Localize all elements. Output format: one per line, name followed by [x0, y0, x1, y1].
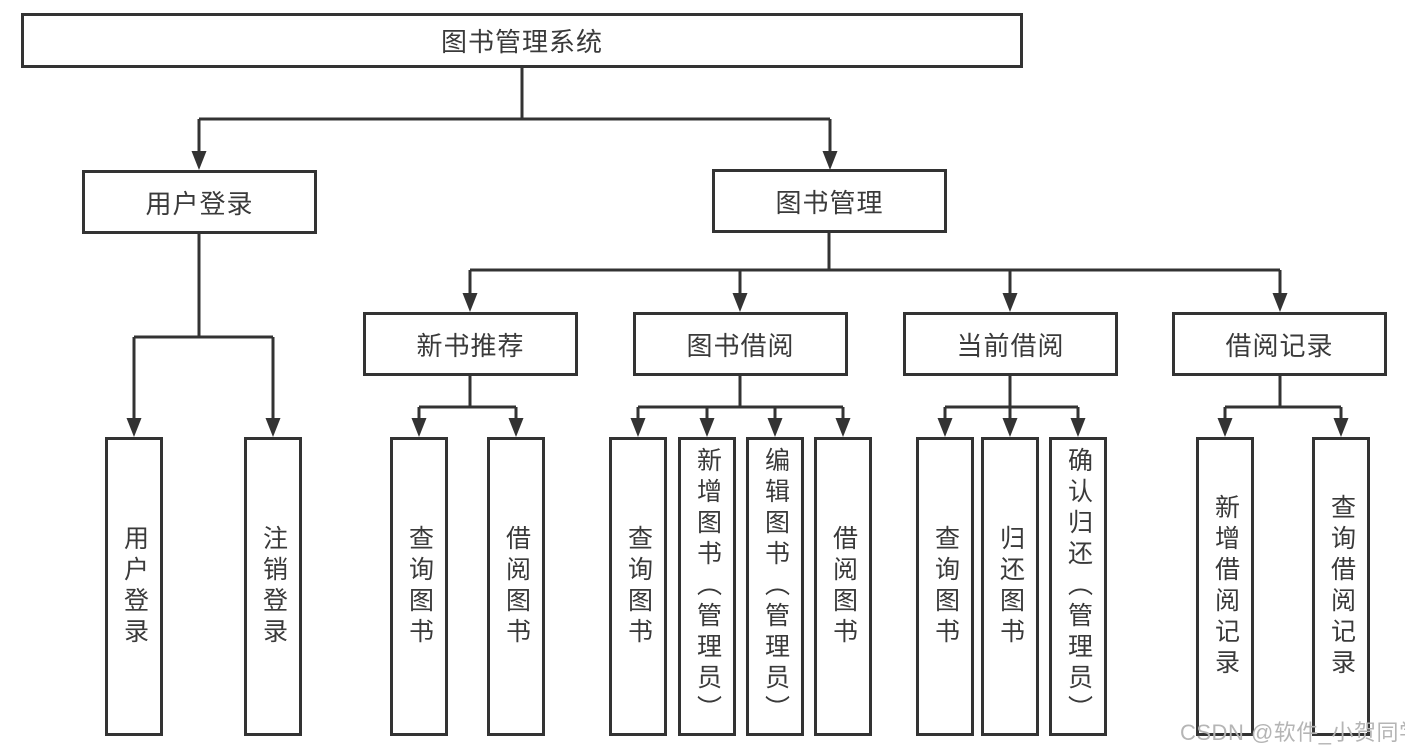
leaf-confirm-return-admin: 确认归还（管理员） [1049, 437, 1107, 736]
arrowhead [732, 293, 748, 312]
node-new-book-recommendation: 新书推荐 [363, 312, 578, 376]
arrowhead [508, 418, 524, 437]
node-label: 图书借阅 [686, 330, 795, 361]
leaf-borrow-books-borrow: 借阅图书 [814, 437, 872, 736]
leaf-label: 注销登录 [259, 524, 288, 649]
node-book-management: 图书管理 [712, 169, 947, 233]
arrowhead [1002, 293, 1018, 312]
leaf-logout: 注销登录 [244, 437, 302, 736]
leaf-label: 借阅图书 [502, 524, 531, 649]
node-library-management-system: 图书管理系统 [21, 13, 1023, 68]
leaf-label: 查询图书 [405, 524, 434, 649]
arrowhead [462, 293, 478, 312]
leaf-add-book-admin: 新增图书（管理员） [678, 437, 736, 736]
leaf-label: 借阅图书 [829, 524, 858, 649]
connector-mgmt-to-level3 [468, 233, 1282, 297]
leaf-label: 查询图书 [931, 524, 960, 649]
leaf-label: 用户登录 [120, 524, 149, 649]
leaf-label: 归还图书 [996, 524, 1025, 649]
leaf-borrow-books-newbook: 借阅图书 [487, 437, 545, 736]
node-label: 新书推荐 [416, 330, 525, 361]
leaf-label: 查询图书 [624, 524, 653, 649]
arrowhead [699, 418, 715, 437]
leaf-add-borrow-record: 新增借阅记录 [1196, 437, 1254, 736]
leaf-query-books-borrow: 查询图书 [609, 437, 667, 736]
arrowhead [822, 151, 838, 170]
leaf-label: 新增借阅记录 [1211, 493, 1240, 680]
connector-root-to-level2 [197, 68, 832, 154]
arrowhead [1217, 418, 1233, 437]
arrowhead [835, 418, 851, 437]
leaf-label: 查询借阅记录 [1327, 493, 1356, 680]
connector-newbook-to-leaves [417, 376, 518, 421]
node-label: 当前借阅 [956, 330, 1065, 361]
leaf-label: 编辑图书（管理员） [761, 447, 790, 726]
node-label: 图书管理 [775, 187, 884, 218]
leaf-query-books-newbook: 查询图书 [390, 437, 448, 736]
arrowhead [191, 151, 207, 170]
arrowhead [767, 418, 783, 437]
arrowhead [630, 418, 646, 437]
leaf-label: 新增图书（管理员） [693, 447, 722, 726]
arrowhead [126, 418, 142, 437]
node-book-borrowing: 图书借阅 [633, 312, 848, 376]
arrowhead [411, 418, 427, 437]
leaf-user-login: 用户登录 [105, 437, 163, 736]
csdn-watermark: CSDN @软件_小贺同学 [1180, 720, 1405, 745]
leaf-label: 确认归还（管理员） [1064, 447, 1093, 726]
arrowhead [265, 418, 281, 437]
node-label: 借阅记录 [1225, 330, 1334, 361]
connector-login-to-leaves [132, 234, 275, 421]
arrowhead [1070, 418, 1086, 437]
connector-current-to-leaves [943, 376, 1080, 421]
leaf-return-book: 归还图书 [981, 437, 1039, 736]
arrowhead [1333, 418, 1349, 437]
node-label: 用户登录 [145, 188, 254, 219]
leaf-query-books-current: 查询图书 [916, 437, 974, 736]
connector-borrow-to-leaves [636, 376, 845, 421]
node-current-borrowing: 当前借阅 [903, 312, 1118, 376]
arrowhead [1002, 418, 1018, 437]
arrowhead [937, 418, 953, 437]
arrowhead [1272, 293, 1288, 312]
node-label: 图书管理系统 [440, 27, 603, 57]
leaf-edit-book-admin: 编辑图书（管理员） [746, 437, 804, 736]
node-borrowing-records: 借阅记录 [1172, 312, 1387, 376]
connector-record-to-leaves [1223, 376, 1343, 421]
node-user-login: 用户登录 [82, 170, 317, 234]
leaf-query-borrow-record: 查询借阅记录 [1312, 437, 1370, 736]
